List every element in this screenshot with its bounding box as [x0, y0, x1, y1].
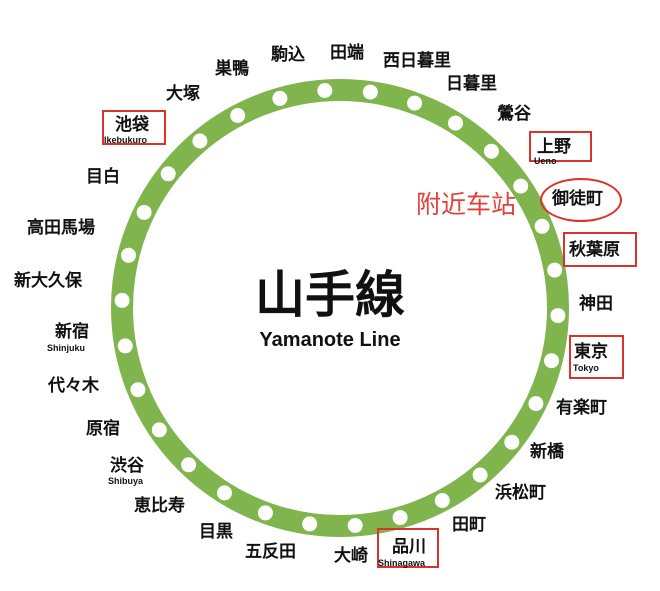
shinagawa-highlight-box [377, 528, 439, 568]
station-komagome: 駒込 [271, 45, 305, 65]
station-gotanda: 五反田 [245, 542, 296, 562]
station-dot-uguisudani [513, 178, 529, 194]
station-shinagawa-en: Shinagawa [378, 558, 426, 568]
station-nippori: 日暮里 [446, 74, 497, 94]
station-ikebukuro-en: Ikebukuro [104, 135, 148, 145]
akihabara-highlight-box [563, 232, 637, 267]
station-dot-kanda [544, 353, 559, 369]
station-otsuka: 大塚 [166, 84, 200, 104]
ueno-highlight-box [529, 131, 592, 162]
station-akihabara: 秋葉原 [569, 240, 620, 260]
station-okachimachi: 御徒町 [552, 189, 603, 209]
station-sugamo: 巣鴨 [215, 59, 249, 79]
station-dots [114, 83, 566, 533]
station-dot-yurakucho [504, 434, 520, 450]
station-dot-tabata [407, 95, 423, 111]
line-title-en: Yamanote Line [259, 329, 401, 351]
station-harajuku: 原宿 [86, 419, 120, 439]
station-takadanobaba: 高田馬場 [27, 218, 95, 238]
station-ueno: 上野 [537, 137, 571, 157]
station-dot-mejiro [160, 166, 176, 182]
station-yoyogi: 代々木 [48, 376, 99, 396]
station-hamamatsucho: 浜松町 [495, 483, 546, 503]
station-dot-komagome [362, 84, 378, 100]
station-yurakucho: 有楽町 [556, 398, 607, 418]
station-dot-shimbashi [472, 467, 488, 483]
station-tokyo-en: Tokyo [573, 363, 599, 373]
station-tamachi: 田町 [452, 515, 486, 535]
station-shibuya: 渋谷 [110, 456, 144, 476]
station-dot-shinokubo [121, 247, 136, 263]
station-dot-ebisu [181, 457, 197, 473]
station-dot-yoyogi [117, 338, 133, 354]
station-dot-takadanobaba [136, 204, 152, 220]
station-dot-29 [317, 83, 333, 98]
station-kanda: 神田 [579, 294, 613, 314]
station-osaki: 大崎 [334, 546, 368, 566]
station-dot-akihabara [550, 308, 566, 324]
station-dot-nippori [483, 143, 499, 159]
station-dot-ueno [534, 218, 550, 234]
station-shibuya-en: Shibuya [108, 476, 144, 486]
station-dot-sugamo [272, 90, 288, 106]
station-shinagawa: 品川 [392, 537, 426, 557]
station-dot-shinagawa [347, 518, 363, 533]
nearby-stations-annotation: 附近车站 [416, 190, 517, 219]
station-dot-nishinippori [448, 115, 463, 131]
station-ebisu: 恵比寿 [134, 496, 185, 516]
station-dot-shinjuku [114, 292, 130, 308]
station-dot-osaki [302, 516, 318, 532]
station-shinjuku-en: Shinjuku [47, 343, 85, 353]
station-shinokubo: 新大久保 [14, 271, 82, 291]
station-dot-tamachi [392, 510, 408, 526]
station-meguro: 目黒 [199, 522, 233, 542]
station-mejiro: 目白 [86, 167, 120, 187]
station-dot-meguro [217, 485, 232, 501]
station-dot-hamamatsucho [434, 493, 450, 508]
station-dot-otsuka [230, 108, 246, 123]
line-title-jp: 山手線 [255, 266, 405, 324]
station-tokyo: 東京 [574, 342, 608, 362]
station-dot-harajuku [130, 382, 146, 398]
ikebukuro-highlight-box [102, 110, 166, 145]
station-shimbashi: 新橋 [530, 442, 564, 462]
station-dot-okachimachi [547, 262, 563, 278]
station-ueno-en: Ueno [534, 156, 557, 166]
yamanote-loop-track [111, 79, 569, 537]
tokyo-highlight-box [569, 335, 624, 379]
station-dot-shibuya [151, 422, 167, 438]
station-ikebukuro: 池袋 [115, 115, 149, 135]
station-uguisudani: 鶯谷 [497, 104, 531, 124]
okachimachi-highlight-oval [540, 178, 622, 222]
station-tabata: 田端 [330, 43, 364, 63]
station-shinjuku: 新宿 [55, 322, 89, 342]
station-dot-tokyo [528, 396, 544, 412]
station-dot-gotanda [257, 505, 273, 521]
station-dot-ikebukuro [192, 133, 208, 149]
station-nishinippori: 西日暮里 [383, 51, 451, 71]
